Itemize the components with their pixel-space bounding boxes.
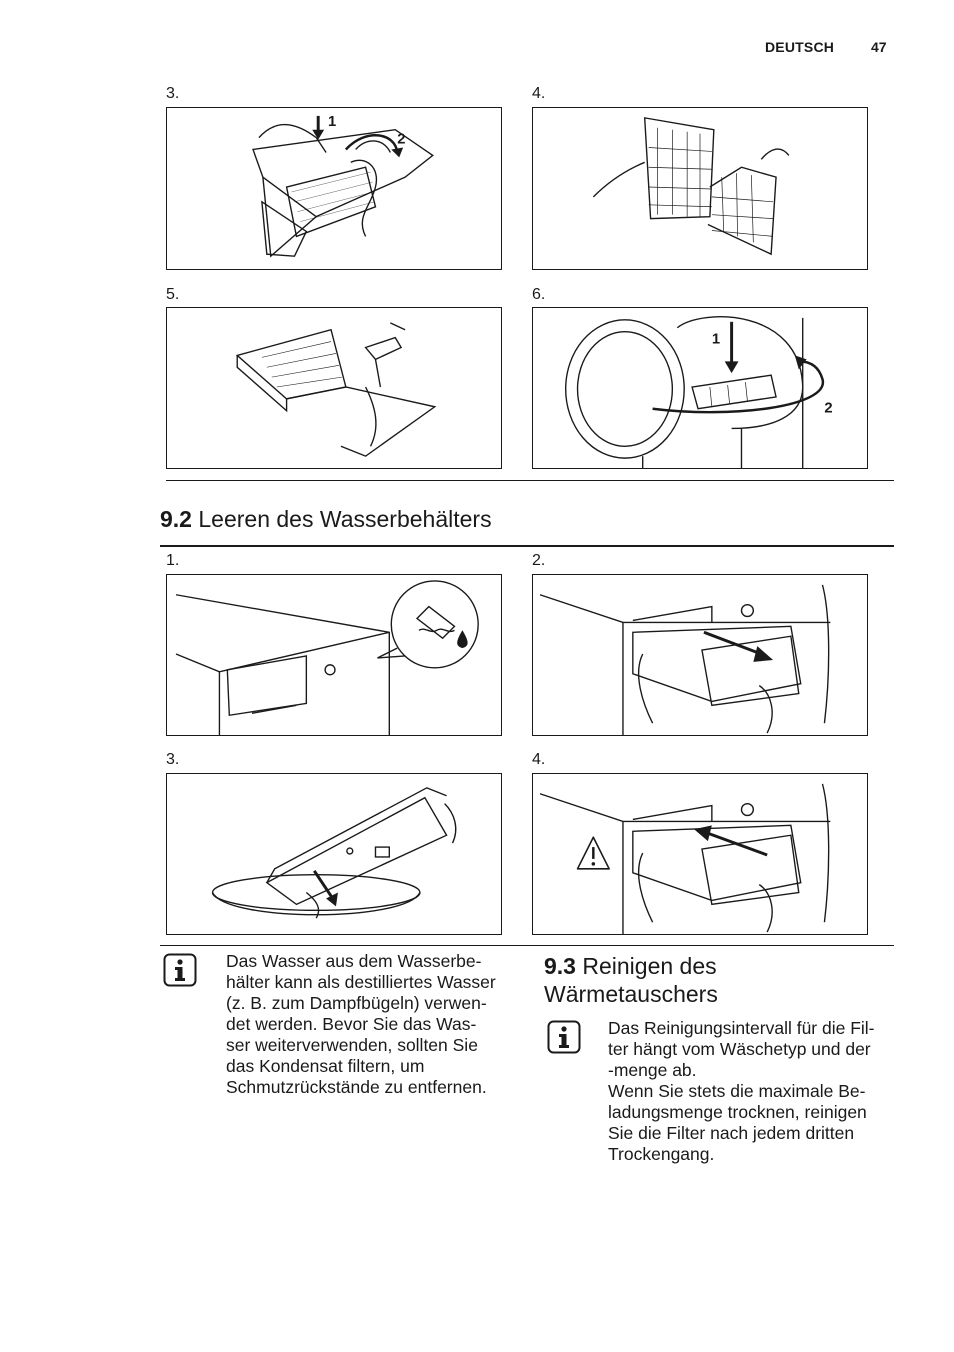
step-label: 2. (532, 552, 546, 569)
container-empty-illustration (211, 787, 457, 919)
illustration-filter-insert: 1 2 (532, 307, 868, 469)
step-label: 3. (166, 85, 180, 102)
callout-2: 2 (824, 401, 832, 417)
section-divider (160, 945, 894, 946)
section-heading-9-2: 9.2 Leeren des Wasserbehälters (160, 505, 492, 533)
section-title: Leeren des Wasserbehälters (198, 506, 492, 532)
container-location-illustration (175, 580, 479, 735)
step-label: 1. (166, 552, 180, 569)
step-label: 5. (166, 286, 180, 303)
info-icon (163, 953, 197, 987)
section-divider (166, 480, 894, 481)
filter-rinse-illustration (235, 322, 437, 457)
callout-1: 1 (328, 114, 336, 130)
section-heading-9-3: 9.3 Reinigen des Wärmetauschers (544, 952, 894, 1008)
note-water-reuse: Das Wasser aus dem Wasserbe- hälter kann… (226, 951, 496, 1097)
filter-unfolded-illustration (592, 117, 790, 256)
filter-open-illustration: 1 2 (252, 114, 434, 258)
step-label: 3. (166, 751, 180, 768)
illustration-container-location (166, 574, 502, 736)
note-cleaning-interval: Das Reinigungsintervall für die Fil- ter… (608, 1018, 875, 1164)
container-pull-illustration (539, 584, 831, 735)
illustration-filter-rinse (166, 307, 502, 469)
illustration-container-empty (166, 773, 502, 935)
step-label: 4. (532, 751, 546, 768)
info-icon (547, 1020, 581, 1054)
callout-1: 1 (712, 332, 720, 348)
illustration-filter-open: 1 2 (166, 107, 502, 270)
illustration-container-pull (532, 574, 868, 736)
container-reinsert-illustration (539, 783, 831, 934)
section-underline (160, 545, 894, 547)
filter-insert-illustration: 1 2 (564, 316, 833, 468)
illustration-container-reinsert (532, 773, 868, 935)
section-number: 9.3 (544, 953, 576, 979)
step-label: 4. (532, 85, 546, 102)
section-number: 9.2 (160, 506, 192, 532)
callout-2: 2 (397, 132, 405, 148)
step-label: 6. (532, 286, 546, 303)
illustration-filter-unfolded (532, 107, 868, 270)
section-title-line2: Wärmetauschers (544, 981, 718, 1007)
section-title-line1: Reinigen des (582, 953, 717, 979)
page-number: 47 (871, 39, 887, 55)
header-language: DEUTSCH (765, 39, 835, 55)
